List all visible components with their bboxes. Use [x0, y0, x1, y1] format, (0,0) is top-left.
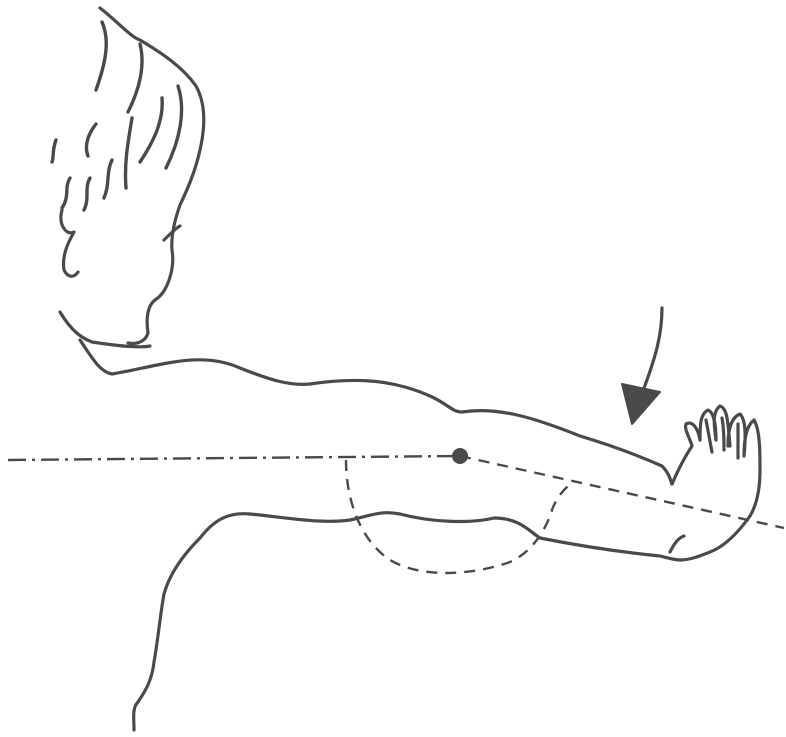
elbow-pivot-dot	[452, 448, 468, 464]
horizontal-reference-axis	[8, 456, 460, 460]
hair-strand	[84, 178, 90, 210]
hair-strand	[166, 86, 182, 168]
arm-bottom-contour	[134, 513, 680, 730]
arm-top-contour	[80, 340, 672, 484]
axis-lines	[8, 456, 784, 528]
finger-gaps	[706, 418, 738, 458]
hair-strand	[52, 140, 56, 162]
head-contour	[100, 8, 204, 343]
hair-strand	[62, 178, 70, 208]
thumb	[672, 423, 700, 484]
hair-strand	[140, 98, 162, 162]
angle-arc	[346, 460, 572, 573]
hair-strand	[104, 160, 112, 198]
palm-contour	[680, 516, 750, 560]
fingers	[700, 406, 760, 516]
arm-outline	[60, 312, 684, 730]
hair-strand	[86, 124, 96, 156]
forearm-axis-line	[460, 456, 784, 528]
hair-strand	[96, 22, 106, 90]
arrow-shaft	[644, 308, 662, 388]
hair-strand	[125, 118, 132, 188]
head-outline	[52, 8, 204, 343]
arrow-head	[622, 384, 660, 424]
rotation-arc	[346, 460, 572, 573]
rotation-arrow-icon	[622, 308, 662, 424]
hair-strand	[128, 44, 142, 112]
wrist-crease	[670, 536, 684, 552]
face-profile	[61, 210, 78, 276]
